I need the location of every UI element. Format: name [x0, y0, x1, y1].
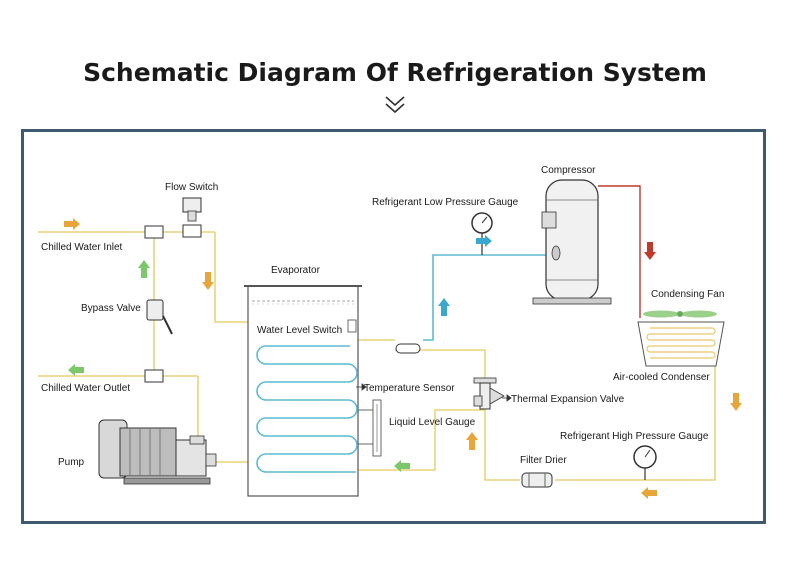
- arrow-down-icon: [202, 272, 214, 290]
- valve-icon: [146, 299, 173, 335]
- label-compressor: Compressor: [541, 165, 596, 176]
- label-flow-switch: Flow Switch: [165, 182, 218, 193]
- fan-icon: [643, 310, 717, 318]
- pipe-joint-icon: [395, 343, 421, 354]
- arrow-left-icon: [68, 364, 84, 376]
- arrow-right-icon: [476, 235, 492, 247]
- label-evaporator: Evaporator: [271, 265, 321, 276]
- arrow-down-icon: [730, 393, 742, 411]
- label-water-level-switch: Water Level Switch: [257, 325, 342, 336]
- diagram-frame: [21, 129, 766, 524]
- arrow-down-icon: [644, 242, 656, 260]
- arrow-up-icon: [466, 432, 478, 450]
- evaporator-tank: [244, 285, 382, 497]
- label-chilled-water-outlet: Chilled Water Outlet: [41, 383, 130, 394]
- arrow-right-icon: [64, 218, 80, 230]
- flow-arrows: [64, 218, 742, 499]
- arrow-left-icon: [394, 460, 410, 472]
- arrow-left-icon: [641, 487, 657, 499]
- gauge-icon: [633, 445, 657, 480]
- arrow-up-icon: [438, 298, 450, 316]
- label-chilled-water-inlet: Chilled Water Inlet: [41, 242, 123, 253]
- label-filter-drier: Filter Drier: [520, 455, 567, 466]
- label-pump: Pump: [58, 457, 85, 468]
- filter-drier-icon: [521, 472, 553, 488]
- arrow-up-icon: [138, 260, 150, 278]
- condenser-coil: [637, 321, 725, 367]
- chevron-down-icon: [385, 96, 405, 114]
- label-bypass-valve: Bypass Valve: [81, 303, 141, 314]
- label-air-cooled-condenser: Air-cooled Condenser: [613, 372, 710, 383]
- label-liquid-level-gauge: Liquid Level Gauge: [389, 417, 476, 428]
- water-piping: [38, 231, 716, 481]
- compressor-icon: [532, 179, 612, 305]
- label-refrigerant-high-pressure-gauge: Refrigerant High Pressure Gauge: [560, 431, 709, 442]
- inlet-tee-icon: [144, 225, 164, 239]
- label-pointers: [356, 383, 512, 402]
- label-refrigerant-low-pressure-gauge: Refrigerant Low Pressure Gauge: [372, 197, 519, 208]
- expansion-valve-icon: [473, 377, 505, 410]
- pump-icon: [98, 419, 217, 485]
- label-thermal-expansion-valve: Thermal Expansion Valve: [511, 394, 625, 405]
- discharge-line: [598, 185, 641, 318]
- label-condensing-fan: Condensing Fan: [651, 289, 724, 300]
- label-temperature-sensor: Temperature Sensor: [364, 383, 455, 394]
- gauge-icon: [471, 212, 493, 255]
- flow-switch-icon: [182, 197, 202, 238]
- page-title: Schematic Diagram Of Refrigeration Syste…: [83, 58, 707, 87]
- suction-line: [423, 254, 548, 341]
- outlet-tee-icon: [144, 369, 164, 383]
